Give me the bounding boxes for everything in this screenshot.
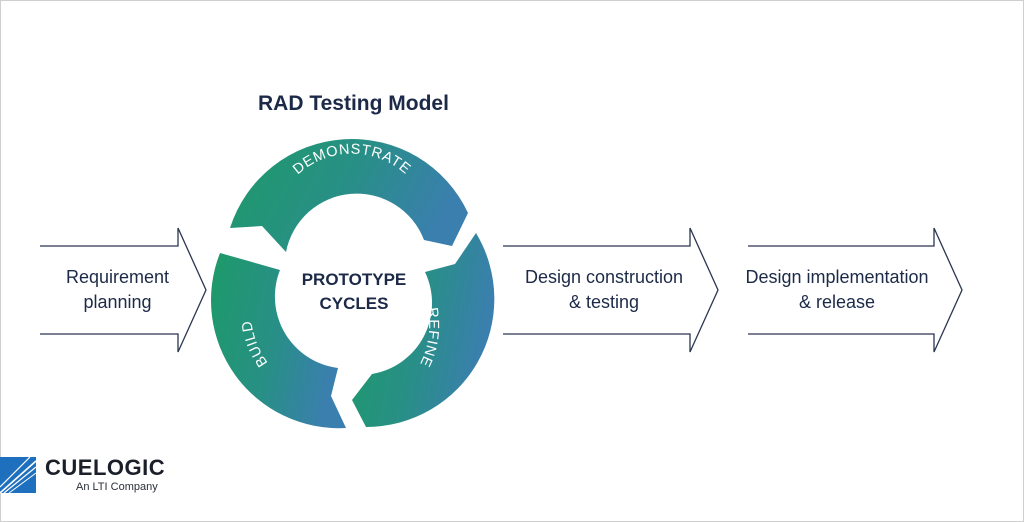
step-line: Design implementation xyxy=(745,267,929,287)
segment-refine xyxy=(352,233,495,428)
brand-name: CUELOGIC xyxy=(45,455,166,480)
step-line: & testing xyxy=(568,292,640,312)
cuelogic-logo-icon xyxy=(0,457,37,493)
step-design-construction: Design construction & testing xyxy=(503,265,705,315)
step-design-implementation: Design implementation & release xyxy=(728,265,946,315)
arrow-design-implementation xyxy=(748,227,963,353)
arrow-requirement-planning xyxy=(40,227,207,353)
step-line: planning xyxy=(83,292,152,312)
arrow-design-construction xyxy=(503,227,719,353)
cycle-center-line1: PROTOTYPE xyxy=(302,270,407,289)
step-requirement-planning: Requirement planning xyxy=(40,265,195,315)
diagram-title: RAD Testing Model xyxy=(258,92,449,115)
step-line: Requirement xyxy=(65,267,170,287)
cycle-center-line2: CYCLES xyxy=(320,294,389,313)
segment-demonstrate xyxy=(230,138,468,252)
brand-tagline: An LTI Company xyxy=(76,481,158,493)
step-line: Design construction xyxy=(524,267,684,287)
segment-build xyxy=(210,253,346,429)
step-line: & release xyxy=(798,292,876,312)
